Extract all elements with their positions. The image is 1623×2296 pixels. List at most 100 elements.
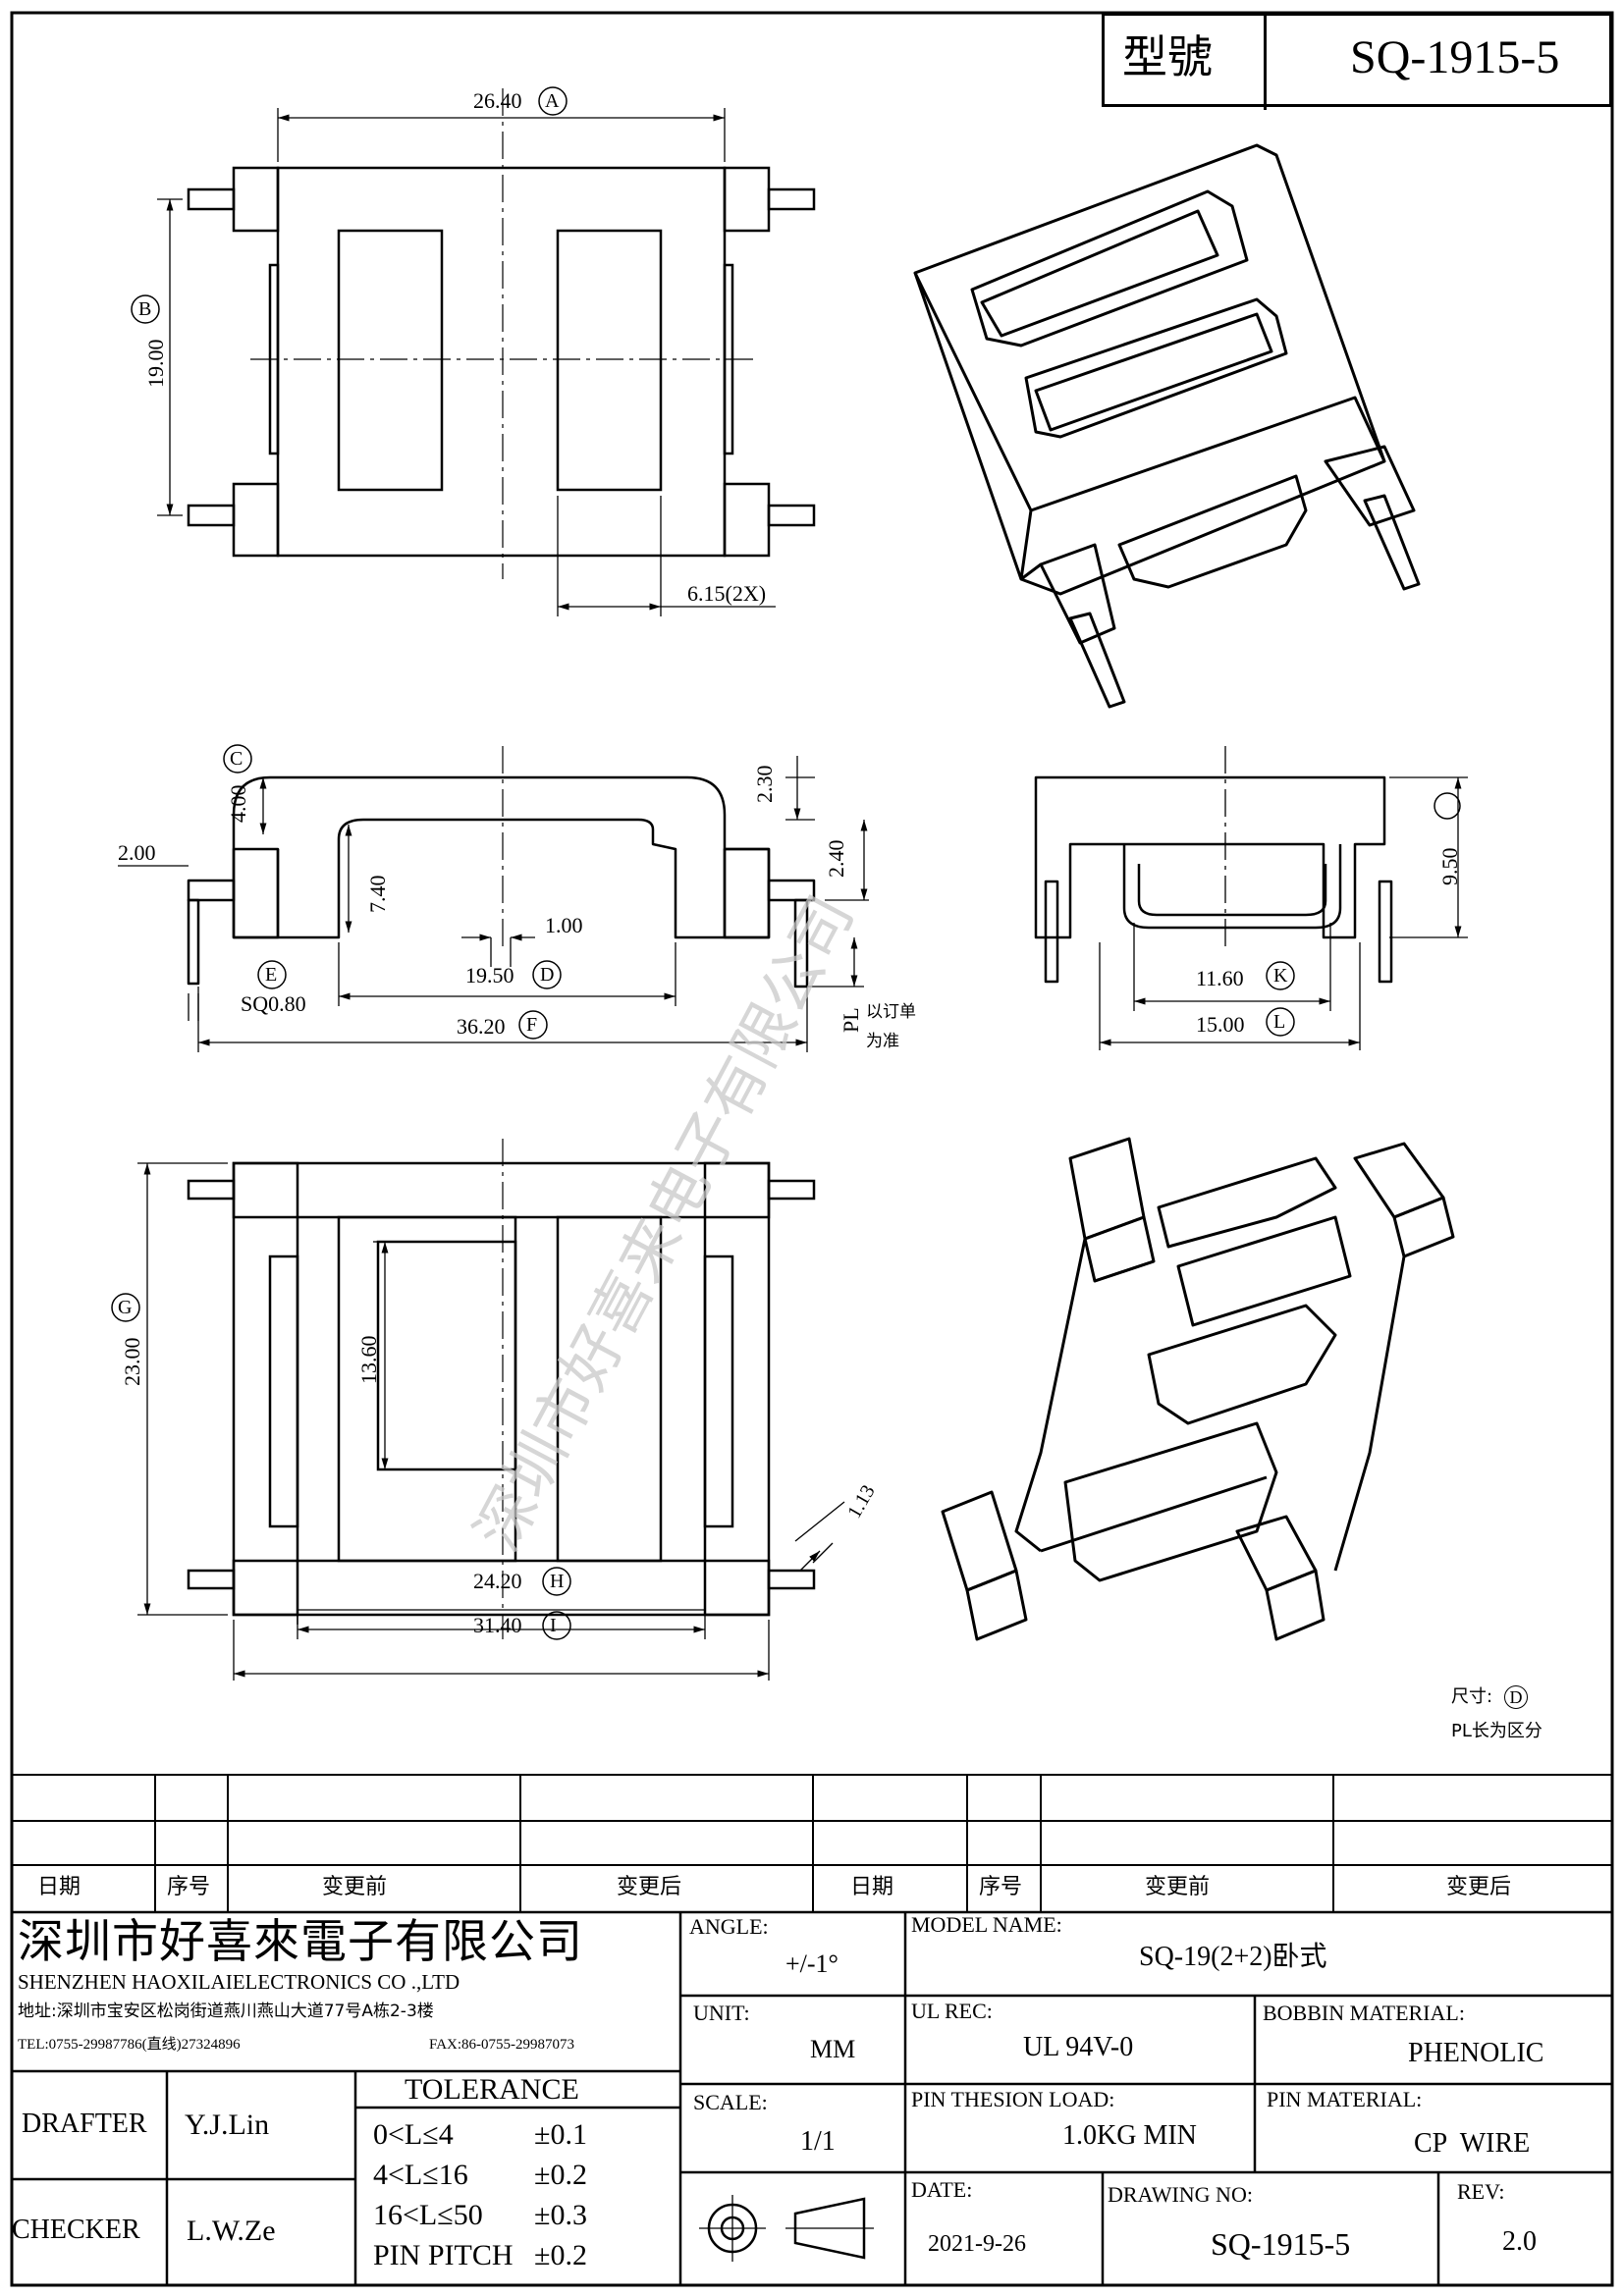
rev-header-no-2: 序号 [979, 1875, 1023, 1899]
rev-header-date-2: 日期 [850, 1875, 894, 1899]
tolerance-value-2: ±0.2 [534, 2159, 587, 2191]
pl-note-1: 以订单 [866, 1002, 916, 1022]
end-view [1034, 775, 1393, 984]
rev-header-no-1: 序号 [167, 1875, 211, 1899]
tolerance-range-1: 0<L≤4 [373, 2118, 454, 2151]
bottom-view-dims [137, 1162, 845, 1681]
dim-inner-h: 7.40 [365, 875, 390, 914]
tolerance-range-3: 16<L≤50 [373, 2199, 483, 2231]
pin-material-value: CP WIRE [1414, 2128, 1531, 2159]
rev-header-date-1: 日期 [37, 1875, 81, 1899]
ul-rec-label: UL REC: [911, 1999, 993, 2023]
size-note-tag: D [1504, 1685, 1528, 1709]
tolerance-value-1: ±0.1 [534, 2118, 587, 2151]
tag-e: E [265, 964, 278, 986]
pin-material-label: PIN MATERIAL: [1267, 2087, 1423, 2111]
dim-inner: 13.60 [356, 1335, 381, 1385]
angle-label: ANGLE: [689, 1914, 769, 1939]
tolerance-value-3: ±0.3 [534, 2199, 587, 2231]
tag-d: D [540, 964, 555, 986]
drafter-label: DRAFTER [22, 2109, 147, 2139]
end-view-dims [1099, 746, 1468, 1050]
dim-k: 11.60 [1196, 966, 1244, 990]
dim-j: 9.50 [1437, 847, 1462, 886]
model-name-label: MODEL NAME: [911, 1912, 1062, 1937]
top-view-dims [157, 108, 776, 616]
company-fax: FAX:86-0755-29987073 [429, 2037, 575, 2053]
tag-b: B [138, 298, 152, 320]
model-name-value: SQ-19(2+2)卧式 [1139, 1942, 1327, 1972]
tag-c: C [230, 748, 243, 770]
tag-i: I [550, 1615, 557, 1636]
dim-slot: 1.00 [545, 913, 583, 937]
checker-label: CHECKER [12, 2215, 140, 2245]
side-view [187, 775, 816, 988]
company-name-en: SHENZHEN HAOXILAIELECTRONICS CO .,LTD [18, 1970, 460, 1994]
tag-h: H [550, 1571, 565, 1592]
model-value: SQ-1915-5 [1350, 31, 1560, 83]
rev-value: 2.0 [1502, 2226, 1537, 2257]
scale-value: 1/1 [800, 2126, 836, 2157]
bobbin-value: PHENOLIC [1408, 2038, 1544, 2068]
sheet-border [10, 11, 1614, 2287]
company-name-cn: 深圳市好喜來電子有限公司 [18, 1915, 583, 1969]
dim-l: 15.00 [1196, 1012, 1245, 1037]
company-address: 地址:深圳市宝安区松岗街道燕川燕山大道77号A栋2-3楼 [18, 2002, 434, 2021]
pl-note-2: 为准 [866, 1032, 899, 1051]
dim-b: 19.00 [143, 339, 168, 389]
company-tel: TEL:0755-29987786(直线)27324896 [18, 2037, 241, 2053]
ul-rec-value: UL 94V-0 [1023, 2032, 1134, 2062]
unit-value: MM [810, 2035, 856, 2063]
rev-header-after-1: 变更后 [617, 1875, 682, 1899]
drawing-no-label: DRAWING NO: [1108, 2182, 1253, 2207]
pl-label: PL [839, 1007, 863, 1033]
dim-window: 6.15(2X) [687, 581, 767, 606]
tag-k: K [1273, 965, 1288, 987]
scale-label: SCALE: [693, 2090, 768, 2114]
dim-pin-off: 2.40 [824, 839, 848, 879]
model-label: 型號 [1122, 30, 1213, 83]
dim-f: 36.20 [457, 1014, 506, 1039]
tolerance-title: TOLERANCE [405, 2073, 579, 2106]
iso-view-bottom [941, 1137, 1455, 1641]
tag-f: F [526, 1014, 538, 1036]
bobbin-label: BOBBIN MATERIAL: [1263, 2001, 1465, 2025]
dim-e: SQ0.80 [241, 991, 306, 1016]
rev-label: REV: [1457, 2179, 1505, 2204]
tolerance-range-2: 4<L≤16 [373, 2159, 468, 2191]
tension-label: PIN THESION LOAD: [911, 2087, 1115, 2111]
tension-value: 1.0KG MIN [1062, 2120, 1197, 2151]
drawing-no-value: SQ-1915-5 [1211, 2226, 1351, 2262]
tolerance-value-4: ±0.2 [534, 2239, 587, 2271]
tolerance-range-4: PIN PITCH [373, 2239, 514, 2271]
checker-value: L.W.Ze [187, 2215, 276, 2247]
dim-i: 31.40 [473, 1613, 522, 1637]
pl-diff-note: PL长为区分 [1451, 1721, 1542, 1741]
model-header [1102, 13, 1612, 110]
drafter-value: Y.J.Lin [185, 2109, 270, 2141]
revision-table-grid [12, 1774, 1612, 1914]
rev-header-after-2: 变更后 [1446, 1875, 1512, 1899]
tag-l: L [1273, 1011, 1286, 1033]
top-view-centerlines [250, 88, 756, 579]
projection-symbol [699, 2195, 874, 2262]
top-view [187, 166, 816, 558]
unit-label: UNIT: [693, 2001, 750, 2025]
rev-header-before-2: 变更前 [1145, 1875, 1211, 1899]
dim-left: 2.00 [118, 840, 156, 865]
angle-value: +/-1° [785, 1949, 839, 1978]
date-label: DATE: [911, 2177, 973, 2202]
tag-a: A [545, 90, 560, 112]
dim-top: 2.30 [752, 765, 777, 804]
size-note-label: 尺寸: [1451, 1686, 1493, 1707]
dim-d: 19.50 [465, 963, 514, 988]
bottom-view [187, 1161, 816, 1617]
date-value: 2021-9-26 [928, 2231, 1026, 2257]
iso-view-top [913, 143, 1421, 709]
title-block-grid [12, 1912, 1612, 2285]
side-view-dims [118, 756, 869, 1052]
dim-a: 26.40 [473, 88, 522, 113]
rev-header-before-1: 变更前 [322, 1875, 388, 1899]
dim-g: 23.00 [120, 1337, 144, 1387]
